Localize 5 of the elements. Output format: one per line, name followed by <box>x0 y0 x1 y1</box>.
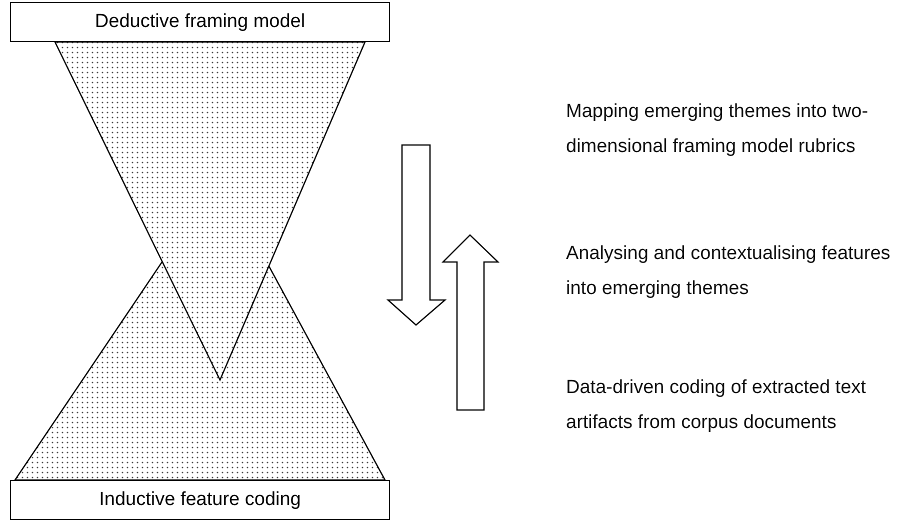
step-description: Data-driven coding of extracted text artifacts from corpus documents <box>566 376 867 435</box>
step-description: Mapping emerging themes into two-dimensional framing model rubrics <box>566 100 870 159</box>
heading-box: Inductive feature coding <box>10 480 390 520</box>
heading-box: Deductive framing model <box>10 2 390 42</box>
step-description: Analysing and contextualising features into emerging themes <box>566 242 892 301</box>
